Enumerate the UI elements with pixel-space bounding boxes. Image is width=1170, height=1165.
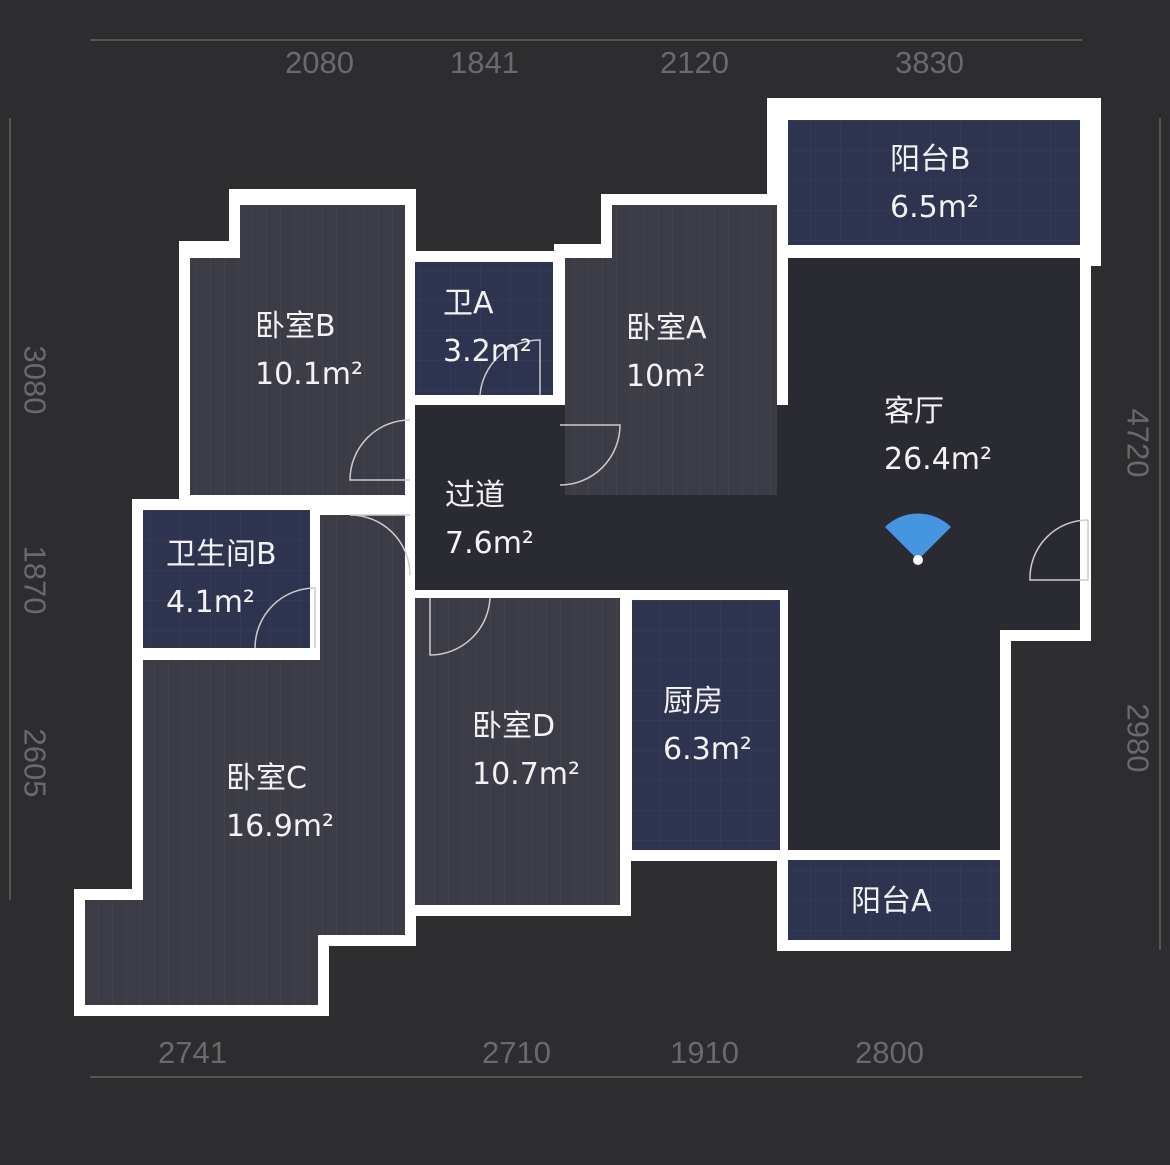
bedroom-a-floor	[565, 205, 777, 495]
room-hallway[interactable]: 过道 7.6m²	[445, 472, 534, 568]
doors	[254, 339, 1089, 656]
room-bedroom-a[interactable]: 卧室A 10m²	[626, 305, 707, 401]
room-area: 10.7m²	[472, 757, 581, 792]
room-area: 6.5m²	[890, 190, 979, 225]
room-area: 4.1m²	[166, 585, 255, 620]
dim-bottom-1: 2741	[158, 1035, 227, 1070]
room-area: 26.4m²	[884, 442, 993, 477]
balcony-b-floor	[788, 120, 1080, 245]
dim-right-2: 2980	[1120, 703, 1156, 773]
room-name: 厨房	[663, 684, 723, 719]
room-bedroom-c[interactable]: 卧室C 16.9m²	[226, 755, 334, 851]
room-balcony-a[interactable]: 阳台A	[851, 878, 932, 926]
bedroom-d-floor	[415, 598, 620, 905]
room-bedroom-d[interactable]: 卧室D 10.7m²	[472, 703, 580, 799]
room-name: 阳台A	[851, 884, 932, 919]
dim-left-3: 2605	[17, 728, 53, 798]
dim-top-4: 3830	[895, 45, 964, 80]
room-area: 3.2m²	[443, 334, 532, 369]
dim-left-1: 3080	[17, 345, 53, 415]
dim-top-3: 2120	[660, 45, 729, 80]
living-floor	[788, 258, 1080, 850]
room-area: 10m²	[626, 359, 706, 394]
room-bath-b[interactable]: 卫生间B 4.1m²	[166, 531, 277, 627]
room-name: 过道	[445, 478, 505, 513]
dimension-lines	[9, 39, 1161, 1078]
room-area: 16.9m²	[226, 809, 335, 844]
dim-top-2: 1841	[450, 45, 519, 80]
room-name: 卧室A	[626, 311, 707, 346]
room-kitchen[interactable]: 厨房 6.3m²	[663, 678, 752, 774]
room-bath-a[interactable]: 卫A 3.2m²	[443, 280, 532, 376]
room-area: 7.6m²	[445, 526, 534, 561]
kitchen-floor	[632, 600, 780, 850]
bath-a-floor	[415, 262, 553, 395]
dim-left-2: 1870	[17, 545, 53, 615]
room-bedroom-b[interactable]: 卧室B 10.1m²	[255, 303, 363, 399]
room-balcony-b[interactable]: 阳台B 6.5m²	[890, 136, 979, 232]
room-name: 卧室D	[472, 709, 556, 744]
dim-top-1: 2080	[285, 45, 354, 80]
bedroom-b-floor	[190, 205, 405, 495]
bath-b-floor	[143, 510, 310, 648]
room-name: 卧室C	[226, 761, 307, 796]
floors	[85, 120, 1080, 1005]
room-area: 10.1m²	[255, 357, 364, 392]
bedroom-c-floor	[85, 515, 405, 1005]
room-name: 客厅	[884, 394, 944, 429]
router-icon	[885, 513, 951, 565]
balcony-a-floor	[788, 860, 1000, 940]
room-name: 卫A	[443, 286, 494, 321]
dim-right-1: 4720	[1120, 408, 1156, 478]
dim-bottom-3: 1910	[670, 1035, 739, 1070]
room-name: 卧室B	[255, 309, 336, 344]
room-name: 阳台B	[890, 142, 971, 177]
dim-bottom-2: 2710	[482, 1035, 551, 1070]
room-name: 卫生间B	[166, 537, 277, 572]
room-living[interactable]: 客厅 26.4m²	[884, 388, 992, 484]
dim-bottom-4: 2800	[855, 1035, 924, 1070]
room-area: 6.3m²	[663, 732, 752, 767]
